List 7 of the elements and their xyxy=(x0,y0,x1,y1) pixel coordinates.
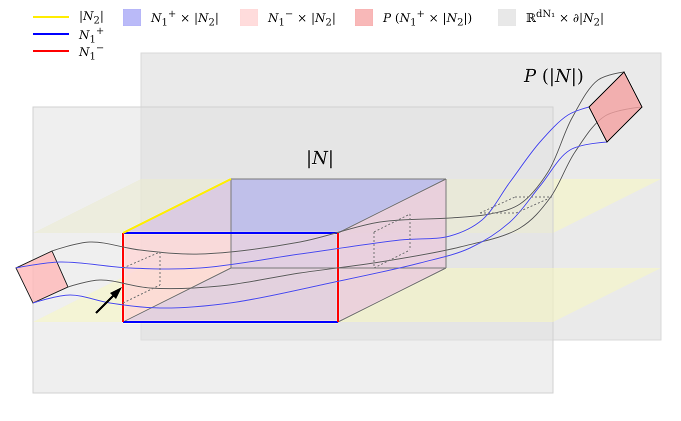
legend-label: |N$_{2}$| xyxy=(79,10,104,26)
legend-label: N$_{1}$$^{−}$ × |N$_{2}$| xyxy=(268,10,336,28)
math-label: |N| xyxy=(306,150,334,168)
legend-label: P (N$_{1}$$^{+}$ × |N$_{2}$|) xyxy=(383,10,472,28)
math-label: P (|N|) xyxy=(524,68,584,86)
legend-label: N$_{1}$$^{+}$ × |N$_{2}$| xyxy=(151,10,219,28)
legend-label: ℝ$^{dN₁}$ × ∂|N$_{2}$| xyxy=(526,10,604,28)
